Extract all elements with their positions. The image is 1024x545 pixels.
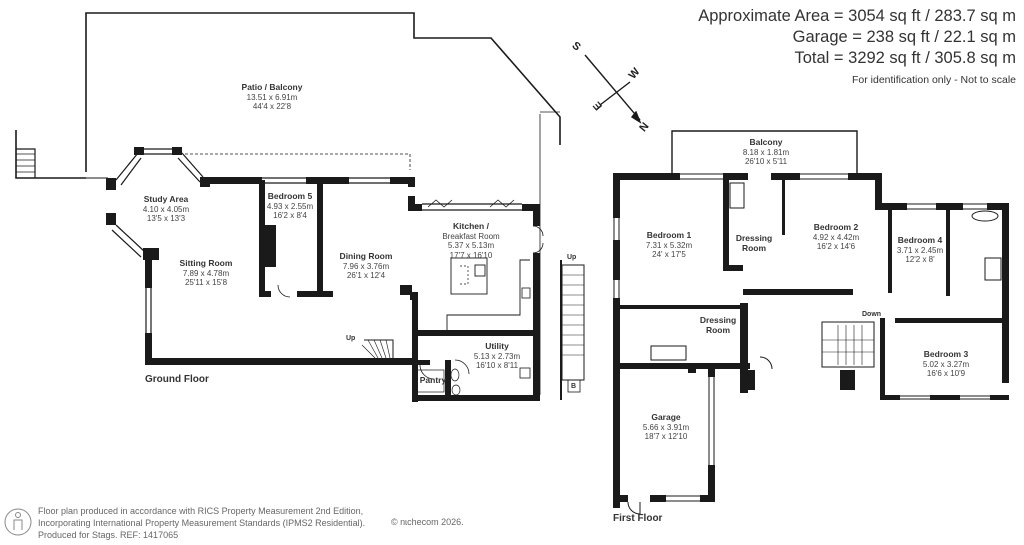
room-study-area: Study Area 4.10 x 4.05m 13'5 x 13'3 xyxy=(142,194,190,223)
boiler-label: B xyxy=(571,383,577,390)
area-summary: Approximate Area = 3054 sq ft / 283.7 sq… xyxy=(698,6,1016,86)
room-dressing-room-2: Dressing Room xyxy=(699,315,737,335)
copyright: © nɩchecom 2026. xyxy=(391,517,464,527)
footer-text: Floor plan produced in accordance with R… xyxy=(38,506,366,540)
room-bedroom-3: Bedroom 3 5.02 x 3.27m 16'6 x 10'9 xyxy=(922,349,970,378)
svg-text:W: W xyxy=(627,65,643,81)
room-pantry: Pantry xyxy=(419,375,447,385)
room-kitchen-breakfast: Kitchen / Breakfast Room 5.37 x 5.13m 17… xyxy=(442,221,500,260)
room-bedroom-1: Bedroom 1 7.31 x 5.32m 24' x 17'5 xyxy=(645,230,693,259)
room-dressing-room-1: Dressing Room xyxy=(735,233,773,253)
room-sitting-room: Sitting Room 7.89 x 4.78m 25'11 x 15'8 xyxy=(179,258,233,287)
stairs-up-label-2: Up xyxy=(567,254,577,261)
approximate-area: Approximate Area = 3054 sq ft / 283.7 sq… xyxy=(698,7,1016,25)
compass-icon xyxy=(584,54,642,124)
garage-area: Garage = 238 sq ft / 22.1 sq m xyxy=(792,28,1016,46)
room-utility: Utility 5.13 x 2.73m 16'10 x 8'11 xyxy=(473,341,521,370)
scale-note: For identification only - Not to scale xyxy=(852,74,1016,86)
room-dining-room: Dining Room 7.96 x 3.76m 26'1 x 12'4 xyxy=(339,251,393,280)
room-bedroom-5: Bedroom 5 4.93 x 2.55m 16'2 x 8'4 xyxy=(266,191,314,220)
svg-text:S: S xyxy=(569,40,582,54)
stairs-down-label: Down xyxy=(862,311,882,318)
svg-text:E: E xyxy=(591,99,605,112)
room-bedroom-2: Bedroom 2 4.92 x 4.42m 16'2 x 14'6 xyxy=(812,222,860,251)
room-garage: Garage 5.66 x 3.91m 18'7 x 12'10 xyxy=(642,412,690,441)
person-icon xyxy=(4,508,32,536)
stairs-up-label: Up xyxy=(346,335,356,342)
room-balcony: Balcony 8.18 x 1.81m 26'10 x 5'11 xyxy=(742,137,790,166)
room-bedroom-4: Bedroom 4 3.71 x 2.45m 12'2 x 8' xyxy=(896,235,944,264)
room-patio-balcony: Patio / Balcony 13.51 x 6.91m 44'4 x 22'… xyxy=(241,82,303,111)
first-floor-label: First Floor xyxy=(613,513,663,524)
ground-floor-label: Ground Floor xyxy=(145,374,209,385)
total-area: Total = 3292 sq ft / 305.8 sq m xyxy=(794,49,1016,67)
